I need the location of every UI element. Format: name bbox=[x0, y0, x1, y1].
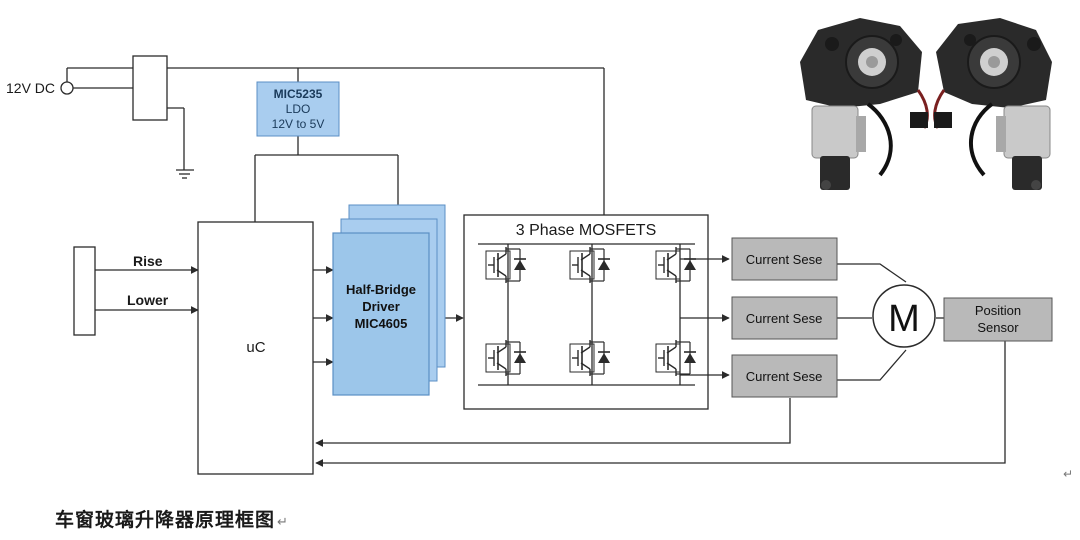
position-sensor-line2: Sensor bbox=[977, 320, 1019, 335]
mosfet-title: 3 Phase MOSFETS bbox=[516, 222, 657, 239]
switch-panel: Rise Lower bbox=[73, 246, 169, 336]
current-sense-label: Current Sese bbox=[746, 252, 823, 267]
ldo-type: LDO bbox=[286, 102, 311, 116]
window-motor-photo bbox=[800, 18, 1052, 190]
motor-icon bbox=[872, 284, 936, 348]
half-bridge-driver: Half-Bridge Driver MIC4605 bbox=[332, 204, 446, 396]
caption-text: 车窗玻璃升降器原理框图 bbox=[55, 509, 276, 531]
ldo-spec: 12V to 5V bbox=[272, 117, 325, 131]
motor-label: M bbox=[888, 298, 920, 340]
voltage-source-icon bbox=[60, 81, 74, 95]
rise-label: Rise bbox=[133, 253, 163, 269]
signal-wiring bbox=[95, 255, 1006, 467]
power-wiring bbox=[66, 67, 605, 235]
current-sense-label: Current Sese bbox=[746, 369, 823, 384]
motor: M bbox=[872, 284, 936, 348]
microcontroller-block: uC bbox=[197, 221, 314, 475]
window-motor-unit-left bbox=[800, 18, 929, 190]
current-sense-group: Current Sese Current Sese Current Sese bbox=[731, 237, 838, 398]
uc-label: uC bbox=[246, 339, 265, 356]
ldo-box bbox=[256, 81, 340, 137]
ldo-block: MIC5235 LDO 12V to 5V bbox=[256, 81, 340, 137]
power-source-label: 12V DC bbox=[6, 80, 55, 96]
driver-line2: Driver bbox=[362, 299, 400, 314]
position-sensor: Position Sensor bbox=[943, 297, 1053, 342]
diagram-caption: 车窗玻璃升降器原理框图↵ bbox=[55, 505, 289, 532]
lower-label: Lower bbox=[127, 292, 169, 308]
window-motor-unit-right bbox=[933, 18, 1052, 190]
driver-line1: Half-Bridge bbox=[346, 282, 416, 297]
current-sense-label: Current Sese bbox=[746, 311, 823, 326]
return-mark-icon: ↵ bbox=[1063, 467, 1074, 481]
relay-box bbox=[132, 55, 168, 121]
power-source: 12V DC bbox=[6, 80, 74, 96]
return-mark-icon: ↵ bbox=[277, 515, 289, 530]
mosfet-bridge: 3 Phase MOSFETS bbox=[463, 214, 709, 410]
position-sensor-line1: Position bbox=[975, 303, 1021, 318]
driver-line3: MIC4605 bbox=[355, 316, 408, 331]
ldo-part-number: MIC5235 bbox=[274, 87, 323, 101]
